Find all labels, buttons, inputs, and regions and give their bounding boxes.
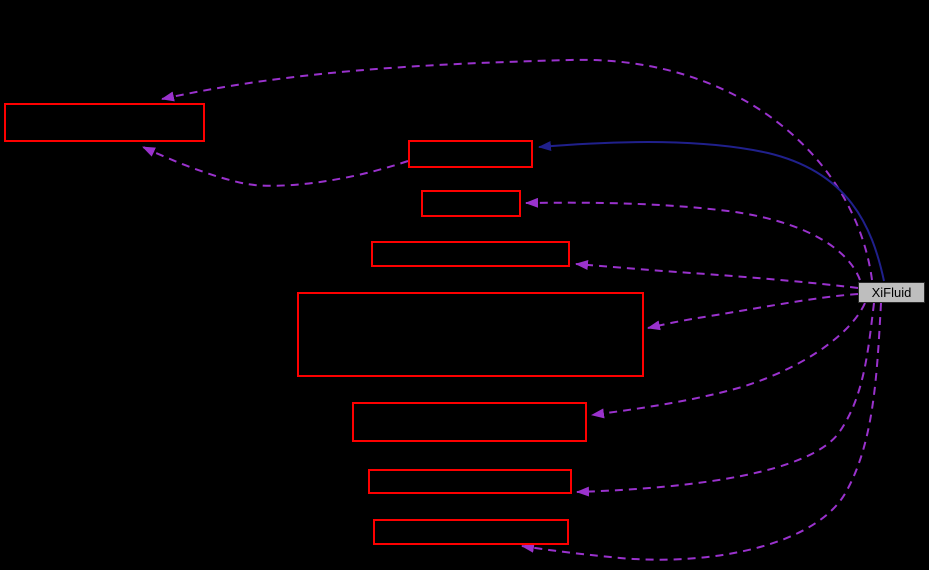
class-node-box-5[interactable]: [297, 292, 644, 377]
edge-xifluid-to-box-2: [538, 141, 885, 282]
edge-xifluid-to-box-8: [521, 302, 882, 561]
class-node-box-4[interactable]: [371, 241, 570, 267]
edge-xifluid-to-box-1: [161, 58, 873, 281]
edge-xifluid-to-box-4: [575, 259, 859, 289]
edge-xifluid-to-box-3: [525, 197, 861, 281]
class-node-box-6[interactable]: [352, 402, 587, 442]
class-node-box-2[interactable]: [408, 140, 533, 168]
edge-xifluid-to-box-5: [647, 293, 859, 331]
class-node-box-1[interactable]: [4, 103, 205, 142]
focus-node-xifluid: XiFluid: [858, 282, 925, 303]
edge-box-2-to-box-1: [142, 146, 409, 187]
class-node-box-7[interactable]: [368, 469, 572, 494]
class-node-box-3[interactable]: [421, 190, 521, 217]
focus-node-label: XiFluid: [871, 285, 912, 300]
edge-xifluid-to-box-6: [591, 302, 866, 419]
class-node-box-8[interactable]: [373, 519, 569, 545]
